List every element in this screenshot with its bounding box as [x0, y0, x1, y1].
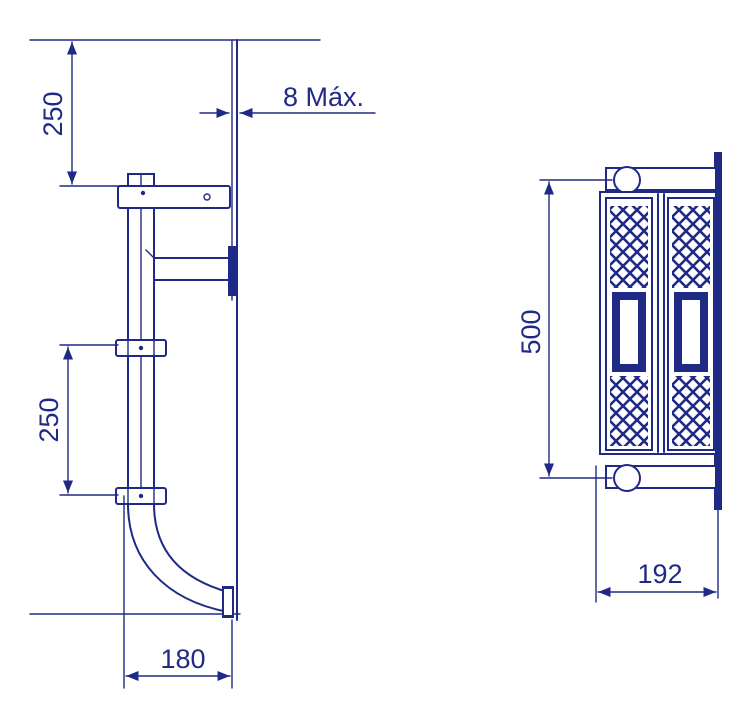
lower-bolt-clamp: [115, 487, 167, 505]
dim-bolt-spacing: 250: [34, 344, 119, 496]
dim-bolt-spacing-label: 250: [34, 397, 64, 442]
bottom-rail: [605, 464, 717, 492]
curved-foot: [127, 503, 234, 618]
top-handle-bar: [117, 185, 231, 209]
dim-top-vertical-label: 250: [38, 91, 68, 136]
dim-height-label: 500: [516, 309, 546, 354]
left-tread: [605, 197, 653, 451]
dim-top-vertical: 250: [38, 41, 131, 187]
dim-projection: 180: [123, 495, 233, 689]
dim-gap-max-label: 8 Máx.: [283, 82, 364, 112]
front-view: 500 192: [516, 152, 722, 603]
dim-width-label: 192: [637, 559, 682, 589]
dim-height: 500: [516, 179, 613, 479]
wall-anchor-bar: [145, 246, 236, 296]
dim-width: 192: [595, 465, 717, 603]
right-tread: [667, 197, 715, 451]
upper-bolt-clamp: [115, 339, 167, 357]
ladder-side-post: [127, 173, 155, 495]
dim-projection-label: 180: [160, 644, 205, 674]
dim-gap-max: 8 Máx.: [199, 82, 376, 119]
side-view: 250 8 Máx.: [29, 39, 376, 689]
top-rail: [605, 166, 717, 194]
